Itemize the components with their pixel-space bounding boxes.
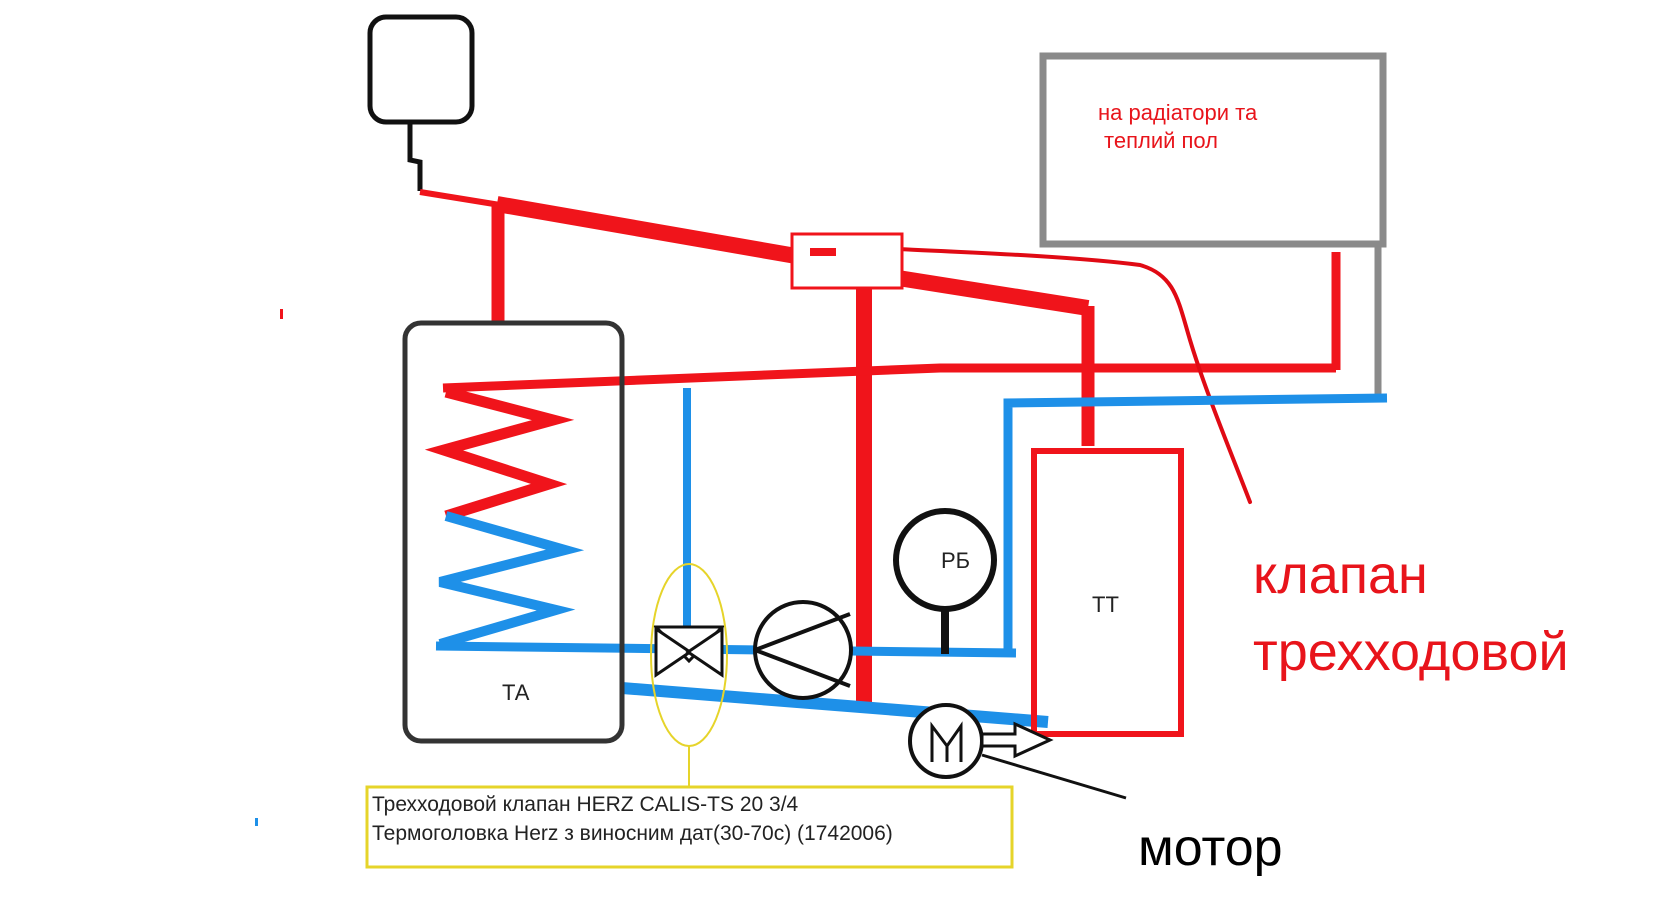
radiators-box: [1039, 52, 1387, 248]
valve-label-line2: трехходовой: [1253, 622, 1569, 682]
three-way-valve-symbol: [652, 625, 726, 678]
motor-symbol: [930, 721, 963, 762]
hot-pipe-top-thick: [495, 196, 798, 264]
accumulation-tank: [402, 320, 625, 744]
motor-pointer-line: [981, 753, 1127, 800]
radiators-label-line2: теплий пол: [1104, 128, 1218, 153]
hot-coil-red: [424, 386, 575, 522]
expansion-vessel: [367, 14, 475, 125]
stray-blue-mark: [255, 818, 258, 826]
mixing-valve-box: [790, 232, 904, 290]
valve-info-line2: Термоголовка Herz з виносним дат(30-70с)…: [372, 822, 893, 845]
tank-label: ТА: [502, 680, 530, 705]
valve-info-box: [365, 785, 1014, 869]
boiler-label: ТТ: [1092, 592, 1119, 617]
cold-pipe-boiler-riser: [1003, 393, 1388, 656]
vessel-connector: [407, 122, 423, 191]
sensor-capillary-wire: [873, 246, 1252, 504]
motor-icon: [908, 703, 984, 779]
valve-label-line1: клапан: [1253, 545, 1428, 605]
stray-red-mark: [280, 309, 283, 319]
cold-pipe-lower-return: [621, 682, 1049, 728]
motor-arrow-icon: [980, 721, 1054, 759]
radiators-label-line1: на радіатори та: [1098, 100, 1258, 125]
cold-coil-blue: [438, 511, 585, 649]
valve-info-line1: Трехходовой клапан HERZ CALIS-TS 20 3/4: [372, 793, 799, 816]
circulation-pump: [753, 600, 853, 700]
motor-label: мотор: [1138, 819, 1283, 877]
solid-fuel-boiler: [1031, 448, 1184, 737]
hot-pipe-radiators-supply: [442, 363, 1336, 393]
motor-unit: [908, 703, 1127, 800]
expansion-tank-label: РБ: [941, 548, 970, 573]
